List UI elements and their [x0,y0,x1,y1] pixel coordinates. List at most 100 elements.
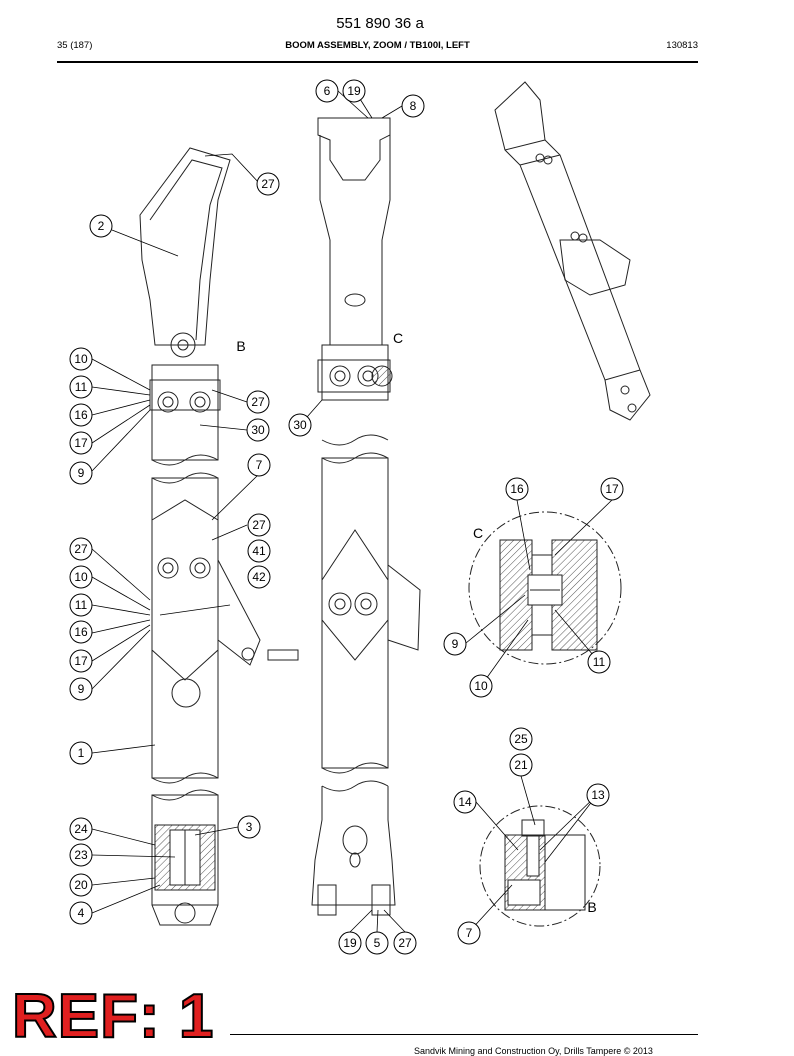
svg-text:6: 6 [324,84,331,98]
callout-5: 5 [365,931,389,955]
callout-24: 24 [69,817,93,841]
callout-23: 23 [69,843,93,867]
svg-text:30: 30 [251,423,265,437]
svg-text:17: 17 [74,654,88,668]
callout-3: 3 [237,815,261,839]
callout-11-b: 11 [69,593,93,617]
svg-text:10: 10 [74,570,88,584]
svg-text:27: 27 [74,542,88,556]
svg-text:19: 19 [347,84,361,98]
callout-16-c: 16 [505,477,529,501]
header-rule [57,61,698,63]
callout-10-b: 10 [69,565,93,589]
callout-7-a: 7 [247,453,271,477]
callout-27-e: 27 [393,931,417,955]
callout-2: 2 [89,214,113,238]
svg-text:27: 27 [252,518,266,532]
left-boom-view [139,147,299,926]
callout-6: 6 [315,79,339,103]
detail-c [468,511,622,665]
svg-text:19: 19 [343,936,357,950]
svg-text:5: 5 [374,936,381,950]
svg-text:27: 27 [398,936,412,950]
page-header: 35 (187) BOOM ASSEMBLY, ZOOM / TB100I, L… [57,40,698,58]
callout-11-c: 11 [587,650,611,674]
callout-30-a: 30 [246,418,270,442]
callout-17-c: 17 [600,477,624,501]
callout-9-b: 9 [69,677,93,701]
callout-19-bottom: 19 [338,931,362,955]
callout-27-b: 27 [246,390,270,414]
callout-21: 21 [509,753,533,777]
svg-text:2: 2 [98,219,105,233]
callout-7-b: 7 [457,921,481,945]
svg-text:17: 17 [605,482,619,496]
svg-text:27: 27 [261,177,275,191]
detail-b [479,805,601,927]
svg-text:21: 21 [514,758,528,772]
svg-text:9: 9 [78,682,85,696]
svg-text:1: 1 [78,746,85,760]
callout-16-a: 16 [69,403,93,427]
detail-label-c: C [393,330,403,346]
svg-text:23: 23 [74,848,88,862]
callout-41: 41 [247,539,271,563]
svg-text:16: 16 [74,625,88,639]
callout-4: 4 [69,901,93,925]
callout-30-b: 30 [288,413,312,437]
callout-27-c: 27 [247,513,271,537]
callout-17-b: 17 [69,649,93,673]
svg-text:4: 4 [78,906,85,920]
callout-10-c: 10 [469,674,493,698]
callout-1: 1 [69,741,93,765]
svg-text:24: 24 [74,822,88,836]
svg-text:30: 30 [293,418,307,432]
reference-stamp: REF: 1 [11,982,215,1051]
isometric-view [494,81,651,421]
callout-20: 20 [69,873,93,897]
document-number: 551 890 36 a [336,15,424,32]
svg-text:9: 9 [78,466,85,480]
callouts: 6 19 8 27 2 10 11 16 17 9 27 30 30 7 27 … [69,79,624,955]
callout-13: 13 [586,783,610,807]
svg-text:16: 16 [510,482,524,496]
callout-10-a: 10 [69,347,93,371]
callout-42: 42 [247,565,271,589]
svg-text:14: 14 [458,795,472,809]
svg-text:11: 11 [593,655,606,669]
revision-date: 130813 [666,40,698,51]
footer-rule [230,1034,698,1035]
svg-text:20: 20 [74,878,88,892]
callout-19-top: 19 [342,79,366,103]
svg-text:3: 3 [246,820,253,834]
svg-text:25: 25 [514,732,528,746]
callout-16-b: 16 [69,620,93,644]
svg-text:11: 11 [75,598,88,612]
leader-lines [91,90,613,933]
svg-text:9: 9 [452,637,459,651]
detail-c-title: C [473,525,483,541]
svg-text:11: 11 [75,380,88,394]
svg-text:13: 13 [591,788,605,802]
callout-11-a: 11 [69,375,93,399]
svg-text:42: 42 [252,570,266,584]
footer-copyright: Sandvik Mining and Construction Oy, Dril… [414,1046,653,1056]
svg-text:7: 7 [466,926,473,940]
svg-text:10: 10 [74,352,88,366]
page-title: BOOM ASSEMBLY, ZOOM / TB100I, LEFT [285,40,470,51]
callout-9-c: 9 [443,632,467,656]
svg-text:8: 8 [410,99,417,113]
callout-25: 25 [509,727,533,751]
callout-27-a: 27 [256,172,280,196]
svg-text:7: 7 [256,458,263,472]
callout-27-d: 27 [69,537,93,561]
svg-text:27: 27 [251,395,265,409]
middle-boom-view [311,117,421,916]
callout-14: 14 [453,790,477,814]
callout-8: 8 [401,94,425,118]
detail-b-title: B [587,899,596,915]
svg-text:16: 16 [74,408,88,422]
svg-text:10: 10 [474,679,488,693]
svg-text:17: 17 [74,436,88,450]
